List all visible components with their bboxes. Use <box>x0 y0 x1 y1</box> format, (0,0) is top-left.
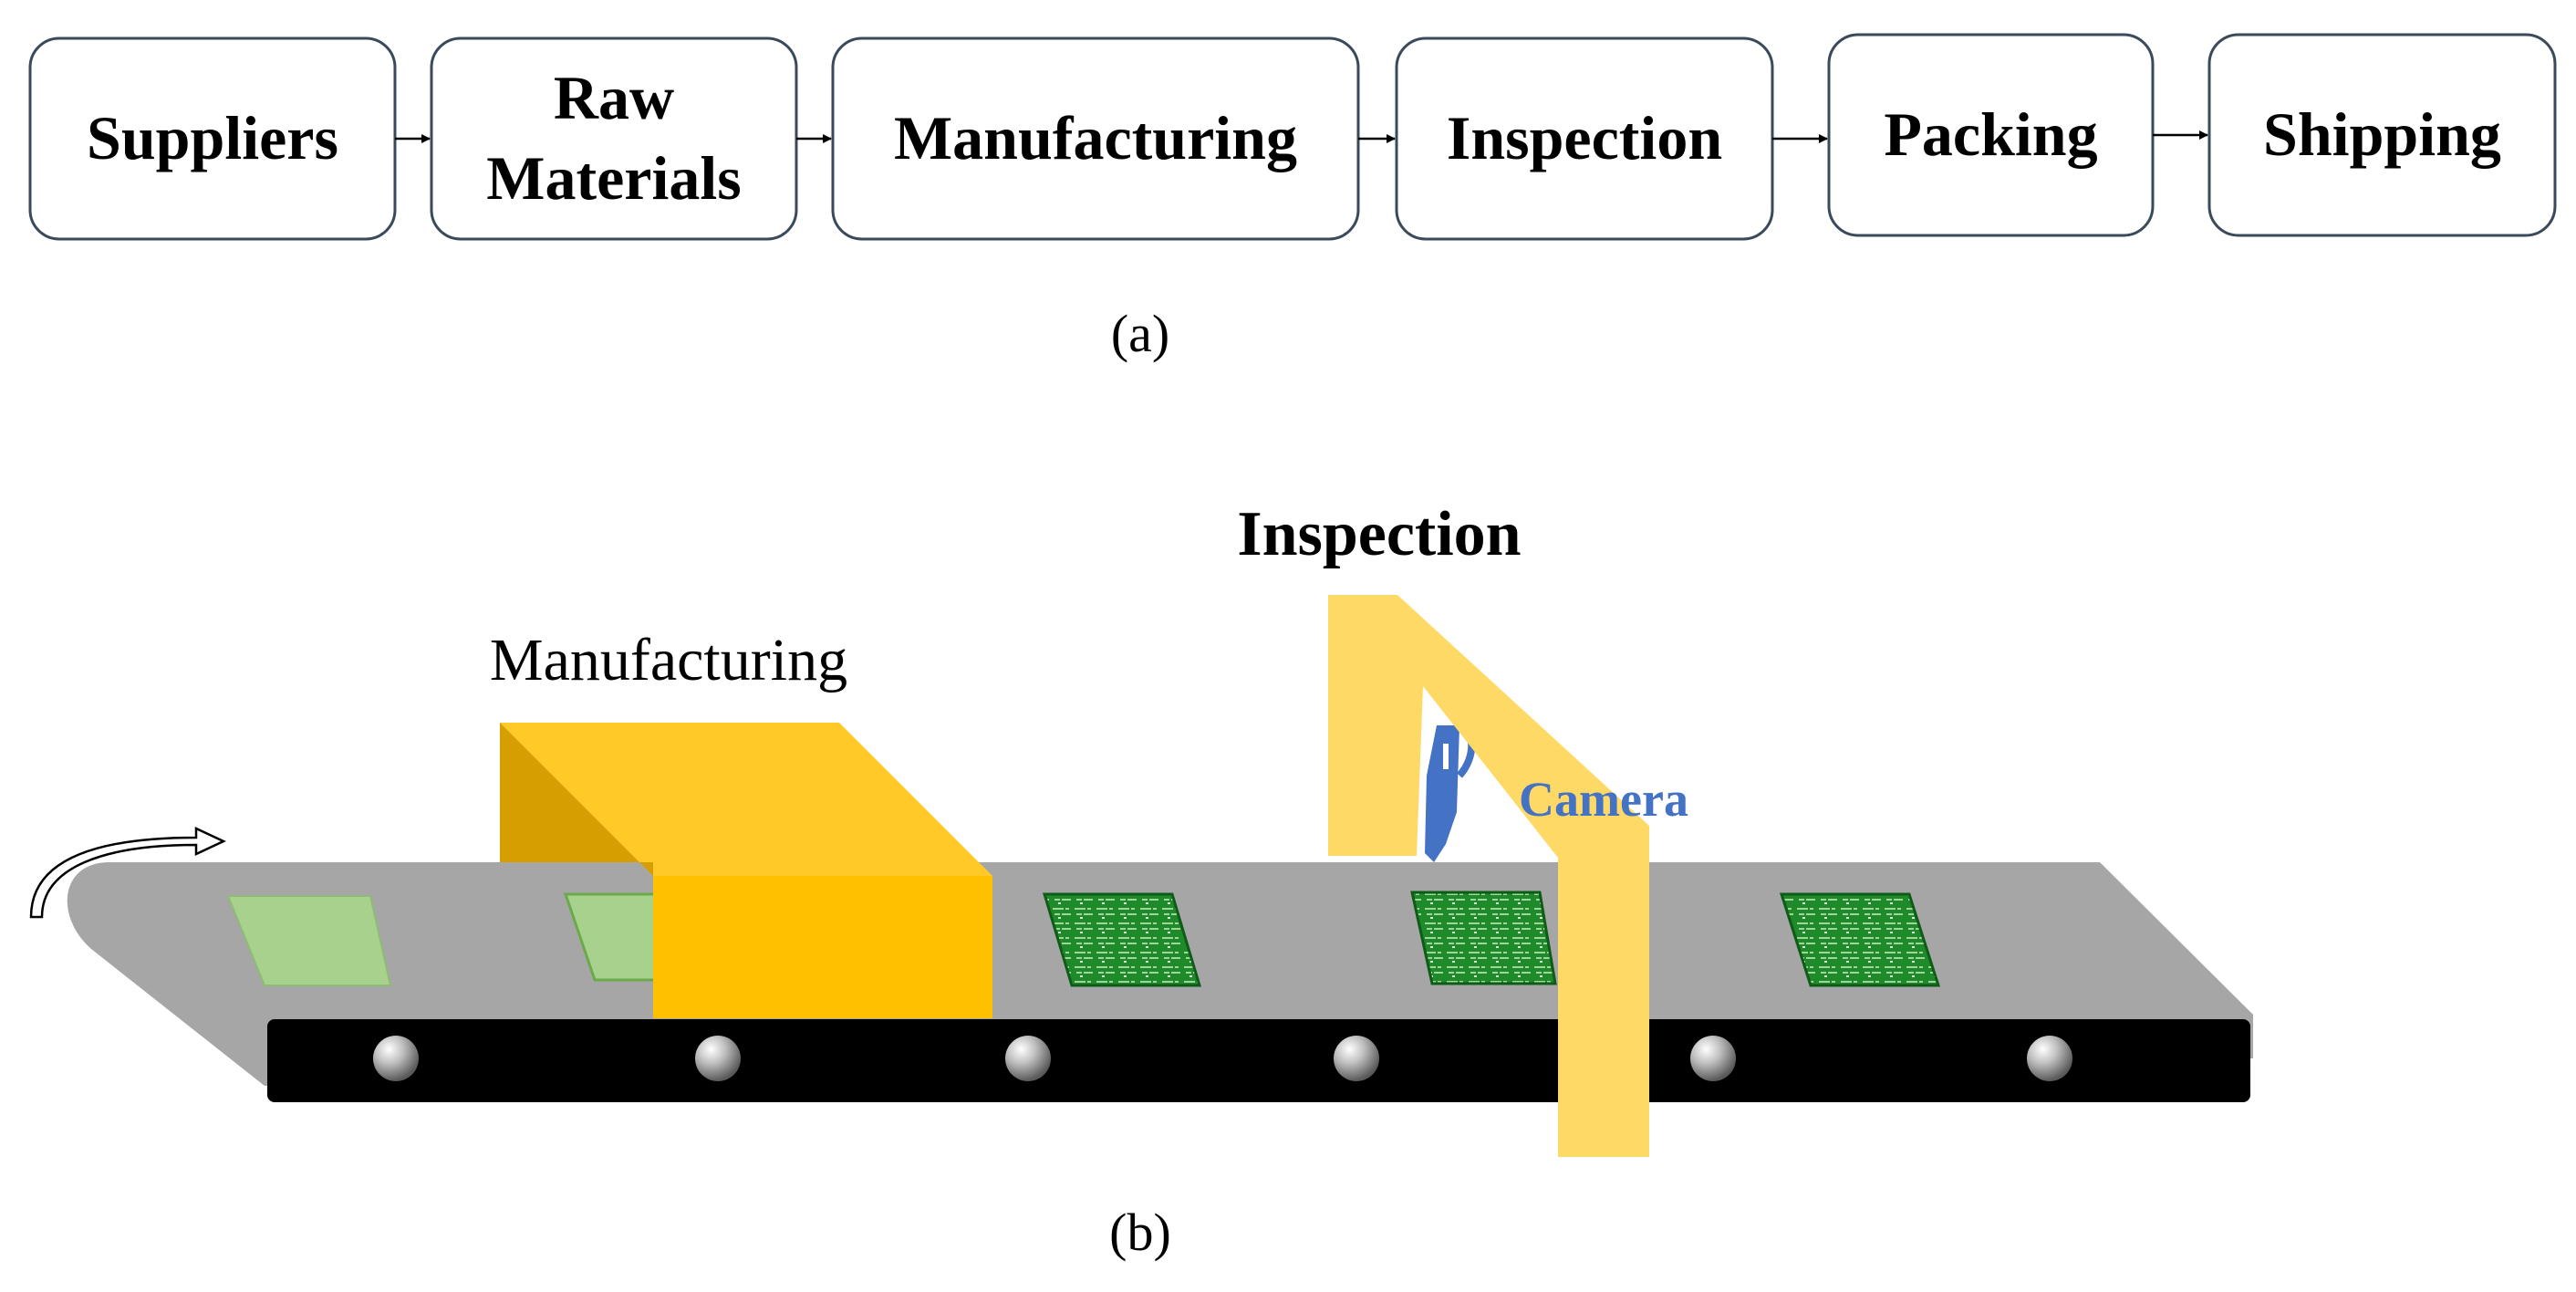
conveyor-illustration: Manufacturing Camera Inspection <box>29 499 2253 1157</box>
camera-label: Camera <box>1519 772 1688 827</box>
roller-ball <box>1690 1036 1736 1081</box>
inspection-arm <box>1328 595 1649 1157</box>
part-a-label: (a) <box>1111 304 1169 363</box>
pcb-board <box>1042 892 1202 987</box>
roller-ball <box>695 1036 741 1081</box>
roller-band <box>267 1019 2250 1102</box>
flow-step-label: Materials <box>486 143 741 213</box>
manufacturing-label: Manufacturing <box>490 627 847 693</box>
flow-step-inspection: Inspection <box>1395 36 1774 241</box>
part-b-label: (b) <box>1109 1203 1171 1262</box>
camera-icon <box>1425 717 1476 862</box>
flow-step-shipping: Shipping <box>2207 33 2557 237</box>
flow-step-label: Manufacturing <box>894 103 1297 172</box>
roller-ball <box>2027 1036 2072 1081</box>
curved-arrow-icon <box>29 827 226 919</box>
roller-ball <box>1334 1036 1379 1081</box>
flow-step-box <box>2207 33 2557 237</box>
flow-step-label: Packing <box>1884 99 2097 169</box>
inspection-label: Inspection <box>1237 499 1521 569</box>
roller-ball <box>373 1036 419 1081</box>
flow-step-label: Inspection <box>1447 103 1722 172</box>
flow-step-packing: Packing <box>1827 33 2155 237</box>
pcb-board <box>1779 892 1941 987</box>
flow-step-label: Shipping <box>2263 99 2501 169</box>
roller-ball <box>1005 1036 1051 1081</box>
flow-step-label: Suppliers <box>87 103 338 172</box>
flow-step-suppliers: Suppliers <box>28 36 397 241</box>
raw-board <box>226 895 392 986</box>
flow-step-label: Raw <box>554 63 674 132</box>
flow-step-manufacturing: Manufacturing <box>831 36 1360 241</box>
pcb-board <box>1410 891 1557 985</box>
manufacturing-station <box>500 723 992 1018</box>
